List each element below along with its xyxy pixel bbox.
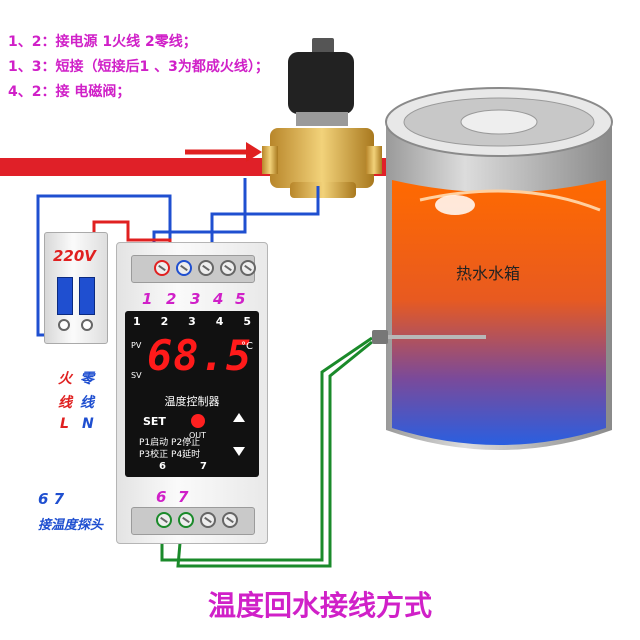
terminal-3-screw (198, 260, 214, 276)
out-indicator-icon (191, 414, 205, 428)
solenoid-valve (262, 38, 382, 198)
breaker-terminal-neutral (58, 319, 70, 331)
diagram-title: 温度回水接线方式 (207, 589, 432, 622)
face-bottom-number: 6 (159, 461, 166, 472)
circuit-breaker: 220V (44, 232, 108, 344)
temperature-probe (372, 330, 486, 344)
temperature-display: 68.5 (147, 331, 253, 380)
live-label-code: L (60, 416, 69, 432)
wiring-notes: 1、2：接电源 1火线 2零线； 1、3：短接（短接后1 、3为都成火线）； 4… (8, 30, 269, 105)
breaker-voltage: 220V (53, 247, 96, 265)
neutral-label-char2: 线 (80, 395, 94, 411)
terminal-number-3: 3 (190, 290, 201, 308)
terminal-number-1: 1 (142, 290, 153, 308)
probe-note: 6 7 接温度探头 (38, 490, 103, 533)
terminal-2-screw (176, 260, 192, 276)
face-number: 4 (215, 315, 224, 328)
face-number: 3 (188, 315, 196, 328)
face-number: 1 (133, 315, 141, 328)
tank-label: 热水水箱 (456, 264, 521, 283)
breaker-lever-left (57, 277, 73, 315)
param-line-1: P1启动 P2停止 (139, 438, 201, 448)
live-label-char1: 火 (58, 371, 72, 387)
neutral-label-code: N (82, 416, 94, 432)
param-line-2: P3校正 P4延时 (139, 450, 201, 460)
probe-note-numbers: 6 7 (38, 490, 65, 508)
unit-label: °C (241, 341, 253, 352)
note-line-3: 4、2：接 电磁阀； (8, 84, 131, 100)
breaker-terminal-live (81, 319, 93, 331)
face-number: 2 (160, 315, 169, 328)
face-bottom-number: 7 (200, 461, 207, 472)
terminal-8-screw (200, 512, 216, 528)
sv-label: SV (131, 371, 142, 380)
down-arrow-icon[interactable] (233, 447, 245, 456)
terminal-6-screw (156, 512, 172, 528)
live-label-char2: 线 (58, 395, 72, 411)
flow-arrow-head (246, 142, 262, 162)
up-arrow-icon[interactable] (233, 413, 245, 422)
terminal-number-5: 5 (235, 290, 246, 308)
note-line-2: 1、3：短接（短接后1 、3为都成火线）； (8, 59, 269, 75)
controller-name: 温度控制器 (164, 395, 220, 408)
top-terminal-block (131, 255, 256, 283)
probe-wire-6 (160, 336, 373, 562)
hot-water-tank (385, 87, 613, 450)
pv-label: PV (131, 341, 142, 350)
breaker-lever-right (79, 277, 95, 315)
bottom-terminal-block (131, 507, 255, 535)
face-number: 5 (243, 315, 251, 328)
valve-wire (210, 186, 320, 262)
probe-note-text: 接温度探头 (38, 518, 104, 533)
set-button[interactable]: SET (143, 415, 166, 428)
out-label: OUT (189, 431, 207, 440)
face-bottom-numbers: 6 7 (159, 461, 207, 472)
terminal-number-4: 4 (213, 290, 224, 308)
terminal-5-screw (240, 260, 256, 276)
terminal-number-2: 2 (166, 290, 177, 308)
terminal-9-screw (222, 512, 238, 528)
terminal-number-7: 7 (178, 488, 189, 506)
temperature-controller: 1 2 3 4 5 PV SV 68.5 °C 温度控制器 SET OUT P1… (116, 242, 268, 544)
terminal-4-screw (220, 260, 236, 276)
controller-faceplate: 1 2 3 4 5 PV SV 68.5 °C 温度控制器 SET OUT P1… (125, 311, 259, 477)
note-line-1: 1、2：接电源 1火线 2零线； (8, 34, 197, 50)
terminal-number-6: 6 (156, 488, 167, 506)
probe-wire-7 (176, 340, 373, 568)
face-terminal-numbers: 1 2 3 4 5 (133, 315, 251, 328)
terminal-7-screw (178, 512, 194, 528)
terminal-1-screw (154, 260, 170, 276)
neutral-label-char1: 零 (80, 371, 94, 387)
